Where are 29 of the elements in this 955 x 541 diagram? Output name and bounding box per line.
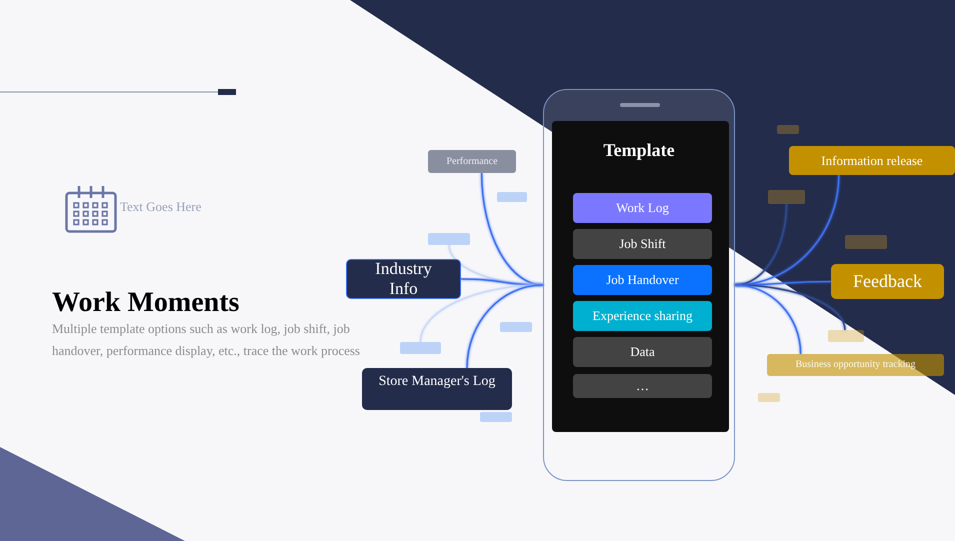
blank-tag xyxy=(828,330,864,342)
topic-card: Store Manager's Log xyxy=(362,368,512,410)
blank-tag xyxy=(480,412,512,422)
blank-tag xyxy=(497,192,527,202)
blank-tag xyxy=(845,235,887,249)
template-option: … xyxy=(573,374,712,398)
phone-mockup xyxy=(543,89,735,481)
blank-tag xyxy=(500,322,532,332)
template-option: Experience sharing xyxy=(573,301,712,331)
subtitle-text: Text Goes Here xyxy=(120,199,202,215)
connector-line xyxy=(420,284,544,342)
template-option: Job Handover xyxy=(573,265,712,295)
template-option: Work Log xyxy=(573,193,712,223)
blank-tag xyxy=(758,393,780,402)
topic-card: Information release xyxy=(789,146,955,175)
blank-tag xyxy=(768,190,805,204)
template-option: Data xyxy=(573,337,712,367)
topic-card: Performance xyxy=(428,150,516,173)
connector-line xyxy=(466,284,544,368)
blank-tag xyxy=(400,342,441,354)
blank-tag xyxy=(428,233,470,245)
description-text: Multiple template options such as work log, job shift, job handover, performance display, etc., trace the work process xyxy=(52,320,361,360)
template-option: Job Shift xyxy=(573,229,712,259)
slide-title: Work Moments xyxy=(52,287,240,320)
topic-card: Industry Info xyxy=(346,259,461,299)
screen-title: Template xyxy=(603,140,675,162)
topic-card: Feedback xyxy=(831,264,944,299)
blank-tag xyxy=(777,125,799,134)
connector-line xyxy=(734,284,802,354)
